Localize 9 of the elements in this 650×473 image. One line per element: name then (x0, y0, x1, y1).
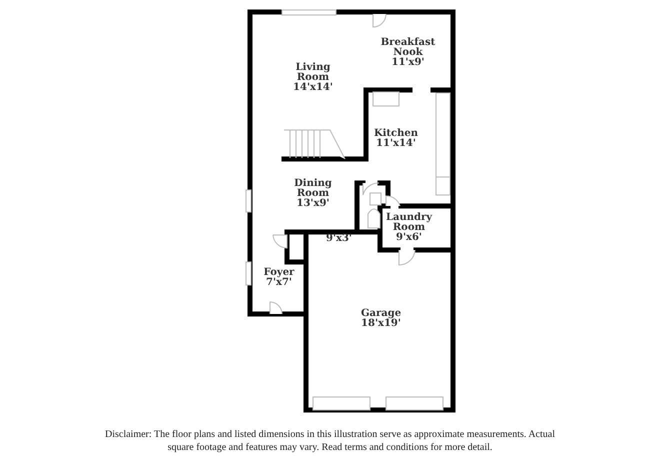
room-label: Garage 18'x19' (351, 309, 411, 329)
room-label: Laundry Room 9'x6' (379, 213, 439, 243)
disclaimer-caption: Disclaimer: The floor plans and listed dimensions in this illustration serve as approximate measurements. Actual square footage and features may vary. Read terms and conditions for more detail. (104, 428, 556, 454)
room-label: 9'x3' (319, 234, 359, 244)
room-label: Kitchen 11'x14' (366, 129, 426, 149)
room-label: Foyer 7'x7' (254, 268, 304, 288)
room-label: Breakfast Nook 11'x9' (378, 38, 438, 68)
room-label: Living Room 14'x14' (288, 63, 338, 93)
room-label: Dining Room 13'x9' (288, 179, 338, 209)
